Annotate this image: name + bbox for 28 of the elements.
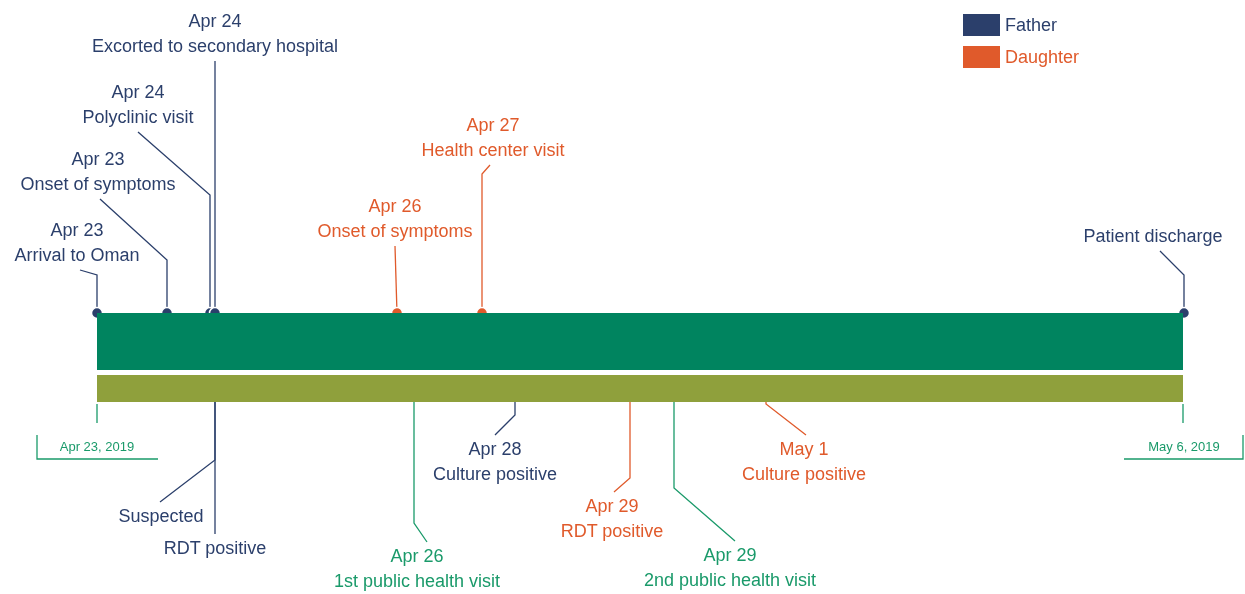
event-label: Apr 23 Onset of symptoms bbox=[20, 147, 176, 197]
leader-line bbox=[673, 401, 736, 542]
leader-line bbox=[613, 401, 631, 493]
event-label: Patient discharge bbox=[1083, 224, 1223, 249]
event-label: May 1 Culture positive bbox=[741, 437, 867, 487]
leader-line bbox=[413, 401, 428, 543]
event-label: Apr 29 2nd public health visit bbox=[643, 543, 817, 593]
timeline-bar bbox=[97, 375, 1183, 402]
legend-label: Father bbox=[1005, 15, 1058, 36]
date-label: Apr 23, 2019 bbox=[59, 439, 135, 454]
leader-line bbox=[765, 401, 807, 436]
event-label: Apr 24 Excorted to secondary hospital bbox=[91, 9, 339, 59]
date-label: May 6, 2019 bbox=[1148, 439, 1220, 454]
leader-line bbox=[214, 401, 216, 535]
event-label: Apr 23 Arrival to Oman bbox=[14, 218, 140, 268]
legend-label: Daughter bbox=[1005, 47, 1080, 68]
timeline-bar bbox=[97, 313, 1183, 370]
event-label: Apr 27 Health center visit bbox=[421, 113, 565, 163]
event-label: Apr 26 Onset of symptoms bbox=[317, 194, 473, 244]
leader-line bbox=[79, 269, 104, 320]
event-label: Suspected bbox=[118, 504, 204, 529]
event-label: Apr 28 Culture positive bbox=[432, 437, 558, 487]
event-label: Apr 29 RDT positive bbox=[560, 494, 664, 544]
event-label: RDT positive bbox=[163, 536, 267, 561]
leader-line bbox=[1159, 250, 1191, 320]
event-label: Apr 24 Polyclinic visit bbox=[82, 80, 194, 130]
event-label: Apr 26 1st public health visit bbox=[333, 544, 501, 594]
leader-line bbox=[494, 401, 516, 436]
